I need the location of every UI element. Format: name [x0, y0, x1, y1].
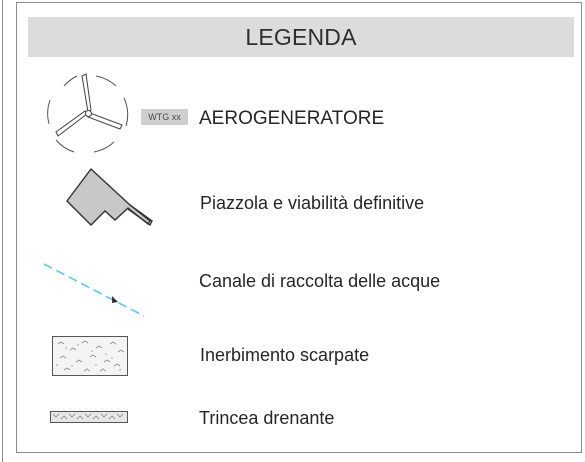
legend-label-trincea: Trincea drenante	[199, 408, 335, 428]
legend-frame	[16, 2, 582, 453]
legend-label-inerbimento: Inerbimento scarpate	[200, 345, 370, 365]
grass-slope-icon	[52, 336, 128, 376]
legend-label-piazzola: Piazzola e viabilità definitive	[200, 193, 425, 213]
legend-label-canale: Canale di raccolta delle acque	[199, 271, 441, 291]
left-border-line	[2, 0, 3, 462]
platform-icon	[66, 167, 153, 227]
drainage-channel-icon	[43, 263, 145, 317]
turbine-tag: WTG xx	[141, 109, 188, 125]
wind-turbine-icon	[47, 73, 129, 153]
legend-title: LEGENDA	[245, 23, 357, 50]
legend-header: LEGENDA	[28, 17, 574, 57]
drain-trench-icon	[50, 411, 128, 423]
legend-label-aerogeneratore: AEROGENERATORE	[199, 108, 385, 129]
